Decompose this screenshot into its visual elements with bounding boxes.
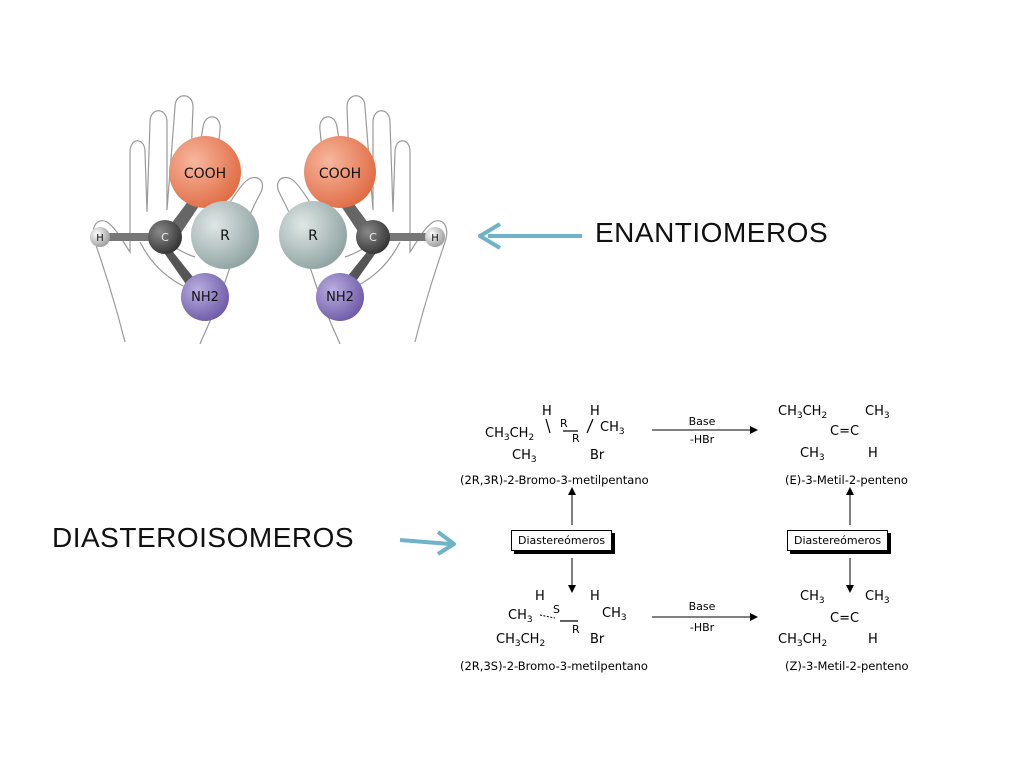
- left-molecule: H COOH C R NH2: [90, 136, 259, 321]
- molecule-2R3R-bromo: HR H CH3CH2 R CH3 CH3 Br: [485, 404, 625, 465]
- svg-text:C=C: C=C: [830, 611, 859, 626]
- svg-text:R: R: [560, 417, 568, 430]
- svg-text:H: H: [542, 404, 552, 419]
- diastereomers-box-right: Diastereómeros: [787, 530, 889, 551]
- left-cooh-atom: [169, 136, 241, 208]
- svg-text:CH3: CH3: [508, 608, 533, 625]
- left-r-atom: [191, 201, 259, 269]
- left-h-atom: [90, 227, 110, 247]
- name-bottom-left: (2R,3S)-2-Bromo-3-metilpentano: [460, 659, 648, 673]
- right-molecule: H COOH C R NH2: [279, 136, 445, 321]
- name-top-right: (E)-3-Metil-2-penteno: [785, 473, 908, 487]
- diastereomers-label: DIASTEROISOMEROS: [52, 522, 355, 553]
- svg-text:CH3CH2: CH3CH2: [485, 426, 534, 443]
- svg-text:H: H: [868, 632, 878, 647]
- svg-text:R: R: [572, 623, 580, 636]
- right-r-label: R: [308, 228, 318, 244]
- svg-text:R: R: [572, 432, 580, 445]
- right-nh2-atom: [316, 273, 364, 321]
- name-bottom-right: (Z)-3-Metil-2-penteno: [785, 659, 909, 673]
- right-h-label: H: [431, 233, 439, 244]
- right-c-atom: [356, 220, 390, 254]
- right-cooh-label: COOH: [319, 166, 361, 182]
- name-top-left: (2R,3R)-2-Bromo-3-metilpentano: [460, 473, 649, 487]
- svg-text:CH3CH2: CH3CH2: [778, 632, 827, 649]
- molecule-2R3S-bromo: HS H CH3 R CH3 CH3CH2 Br: [496, 589, 627, 649]
- molecule-E-alkene: CH3CH2 CH3 C=C CH3 H: [778, 404, 890, 463]
- svg-text:H: H: [535, 589, 545, 604]
- left-nh2-label: NH2: [191, 290, 219, 305]
- left-h-label: H: [96, 233, 104, 244]
- bottom-arrow-byproduct: -HBr: [690, 621, 715, 634]
- svg-text:CH3: CH3: [865, 589, 890, 606]
- top-arrow-reagent: Base: [689, 415, 716, 428]
- left-cooh-label: COOH: [184, 166, 226, 182]
- svg-text:H: H: [868, 446, 878, 461]
- left-c-label: C: [161, 231, 169, 244]
- top-arrow-byproduct: -HBr: [690, 433, 715, 446]
- left-r-label: R: [220, 228, 230, 244]
- svg-text:CH3CH2: CH3CH2: [778, 404, 827, 421]
- chirality-hands-figure: H COOH C R NH2 H COOH C R NH2: [90, 95, 448, 345]
- right-h-atom: [425, 227, 445, 247]
- left-c-atom: [148, 220, 182, 254]
- svg-text:CH3CH2: CH3CH2: [496, 632, 545, 649]
- svg-text:CH3: CH3: [800, 446, 825, 463]
- left-nh2-atom: [181, 273, 229, 321]
- right-r-atom: [279, 201, 347, 269]
- svg-text:CH3: CH3: [800, 589, 825, 606]
- svg-text:C=C: C=C: [830, 424, 859, 439]
- right-c-label: C: [369, 231, 377, 244]
- svg-text:Br: Br: [590, 448, 605, 463]
- svg-text:CH3: CH3: [600, 420, 625, 437]
- diastereomers-box-left: Diastereómeros: [511, 530, 613, 551]
- svg-text:CH3: CH3: [865, 404, 890, 421]
- reaction-scheme: HR H CH3CH2 R CH3 CH3 Br (2R,3R)-2-Bromo…: [460, 404, 909, 673]
- svg-text:CH3: CH3: [512, 448, 537, 465]
- svg-text:Br: Br: [590, 632, 605, 647]
- molecule-Z-alkene: CH3 CH3 C=C CH3CH2 H: [778, 589, 890, 649]
- right-cooh-atom: [304, 136, 376, 208]
- svg-text:H: H: [590, 404, 600, 419]
- enantiomers-label: ENANTIOMEROS: [595, 217, 829, 248]
- right-nh2-label: NH2: [326, 290, 354, 305]
- svg-text:CH3: CH3: [602, 606, 627, 623]
- bottom-arrow-reagent: Base: [689, 600, 716, 613]
- diastereomers-arrow-icon: [399, 530, 456, 556]
- svg-text:S: S: [553, 603, 560, 616]
- enantiomers-arrow-icon: [478, 222, 582, 250]
- svg-text:H: H: [590, 589, 600, 604]
